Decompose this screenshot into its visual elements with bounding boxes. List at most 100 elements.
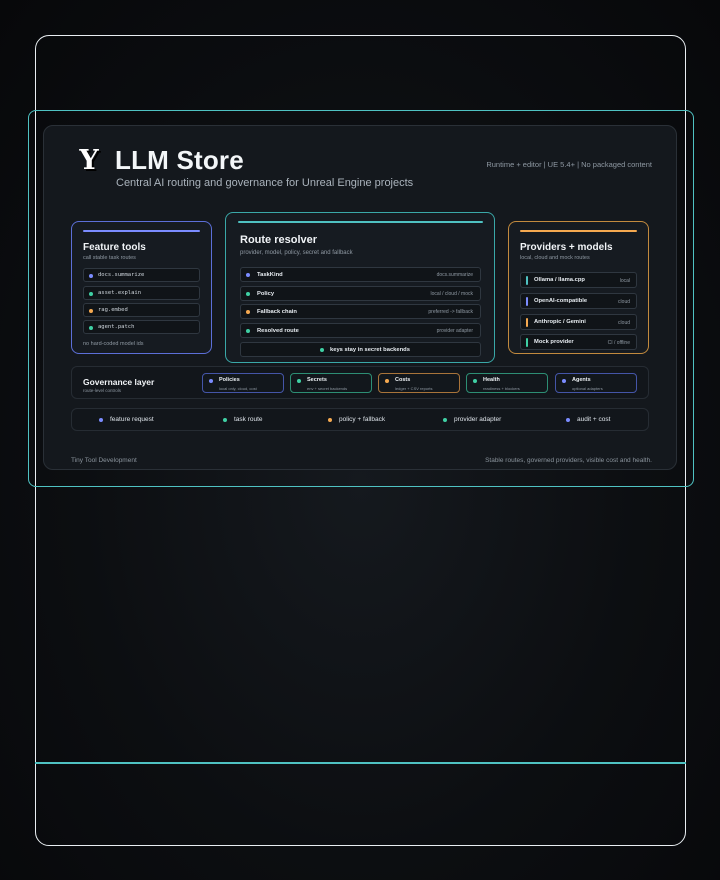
providers-panel: Providers + models local, cloud and mock… (508, 221, 649, 354)
provider-ollama[interactable]: Ollama / llama.cpp local (520, 272, 637, 288)
provider-openai-compatible[interactable]: OpenAI-compatible cloud (520, 293, 637, 309)
meta-info: Runtime + editor | UE 5.4+ | No packaged… (486, 160, 652, 169)
route-resolver-panel: Route resolver provider, model, policy, … (225, 212, 495, 363)
feature-tools-panel: Feature tools call stable task routes do… (71, 221, 212, 354)
secret-note-label: keys stay in secret backends (330, 346, 410, 353)
governance-item-value: ledger + CSV reports (395, 385, 433, 391)
provider-label: Mock provider (534, 339, 574, 345)
footer-credit: Tiny Tool Development (71, 457, 137, 464)
flow-step-label: policy + fallback (339, 416, 386, 423)
route-row-value: provider adapter (436, 328, 473, 334)
status-dot (223, 418, 227, 422)
route-row-value: preferred -> fallback (428, 309, 473, 315)
panel-accent (83, 230, 200, 232)
route-row-fallback[interactable]: Fallback chain preferred -> fallback (240, 304, 481, 319)
route-row-label: TaskKind (257, 271, 283, 278)
outer-frame (35, 35, 686, 846)
flow-pipeline: feature request task route policy + fall… (71, 408, 649, 431)
status-dot (320, 348, 324, 352)
feature-item-rag-embed[interactable]: rag.embed (83, 303, 200, 317)
status-dot (246, 310, 250, 314)
status-dot (443, 418, 447, 422)
panel-title: Feature tools (83, 242, 146, 253)
provider-indicator (526, 318, 528, 327)
flow-step-label: audit + cost (577, 416, 611, 423)
provider-indicator (526, 276, 528, 285)
governance-item-label: Policies (219, 377, 240, 383)
governance-policies[interactable]: Policies local only, cloud, cost (202, 373, 284, 393)
route-row-label: Resolved route (257, 327, 299, 334)
provider-label: Anthropic / Gemini (534, 319, 586, 325)
page-title: LLM Store (115, 145, 244, 175)
feature-item-docs-summarize[interactable]: docs.summarize (83, 268, 200, 282)
route-row-taskkind[interactable]: TaskKind docs.summarize (240, 267, 481, 282)
provider-label: OpenAI-compatible (534, 298, 588, 304)
panel-subtitle: call stable task routes (83, 255, 136, 261)
feature-item-label: agent.patch (98, 323, 135, 330)
provider-type: CI / offline (607, 339, 630, 346)
status-dot (473, 379, 477, 383)
feature-item-label: docs.summarize (98, 271, 145, 278)
feature-item-agent-patch[interactable]: agent.patch (83, 320, 200, 334)
divider-line (35, 762, 686, 764)
provider-anthropic-gemini[interactable]: Anthropic / Gemini cloud (520, 314, 637, 330)
status-dot (246, 292, 250, 296)
banner-frame (28, 110, 694, 487)
governance-subtitle: route-level controls (83, 388, 122, 393)
governance-item-value: readiness + blockers (483, 385, 520, 391)
governance-layer: Governance layer route-level controls Po… (71, 366, 649, 399)
status-dot (566, 418, 570, 422)
provider-indicator (526, 297, 528, 306)
route-row-policy[interactable]: Policy local / cloud / mock (240, 286, 481, 301)
feature-note: no hard-coded model ids (83, 341, 144, 347)
provider-type: cloud (618, 298, 630, 305)
governance-secrets[interactable]: Secrets env + secret backends (290, 373, 372, 393)
status-dot (297, 379, 301, 383)
status-dot (246, 273, 250, 277)
governance-item-label: Agents (572, 377, 591, 383)
route-row-value: local / cloud / mock (430, 291, 473, 297)
panel-title: Route resolver (240, 234, 318, 246)
feature-item-label: rag.embed (98, 306, 128, 313)
footer-tagline: Stable routes, governed providers, visib… (485, 457, 652, 464)
governance-agents[interactable]: Agents optional adapters (555, 373, 637, 393)
flow-step-label: task route (234, 416, 263, 423)
page-subtitle: Central AI routing and governance for Un… (116, 177, 414, 189)
route-row-label: Fallback chain (257, 308, 297, 315)
status-dot (209, 379, 213, 383)
status-dot (89, 325, 93, 330)
status-dot (89, 308, 93, 313)
provider-type: cloud (618, 319, 630, 326)
route-row-value: docs.summarize (436, 272, 473, 278)
panel-accent (238, 221, 483, 223)
governance-health[interactable]: Health readiness + blockers (466, 373, 548, 393)
provider-type: local (619, 277, 630, 284)
governance-item-value: env + secret backends (307, 385, 348, 391)
governance-title: Governance layer (83, 377, 155, 387)
provider-label: Ollama / llama.cpp (534, 277, 585, 283)
status-dot (99, 418, 103, 422)
secret-backends-note: keys stay in secret backends (240, 342, 481, 357)
feature-item-asset-explain[interactable]: asset.explain (83, 286, 200, 300)
governance-item-value: local only, cloud, cost (219, 385, 257, 391)
provider-indicator (526, 338, 528, 347)
status-dot (562, 379, 566, 383)
governance-item-label: Health (483, 377, 500, 383)
route-row-label: Policy (257, 290, 275, 297)
logo-icon: Y (79, 145, 99, 176)
status-dot (385, 379, 389, 383)
panel-subtitle: provider, model, policy, secret and fall… (240, 250, 353, 256)
route-row-resolved[interactable]: Resolved route provider adapter (240, 323, 481, 338)
flow-step-label: provider adapter (454, 416, 502, 423)
feature-item-label: asset.explain (98, 289, 142, 296)
governance-item-value: optional adapters (572, 385, 603, 391)
panel-title: Providers + models (520, 242, 613, 253)
governance-item-label: Costs (395, 377, 411, 383)
governance-costs[interactable]: Costs ledger + CSV reports (378, 373, 460, 393)
status-dot (89, 291, 93, 296)
panel-subtitle: local, cloud and mock routes (520, 255, 590, 261)
provider-mock[interactable]: Mock provider CI / offline (520, 334, 637, 350)
status-dot (89, 273, 93, 278)
governance-item-label: Secrets (307, 377, 327, 383)
panel-accent (520, 230, 637, 232)
